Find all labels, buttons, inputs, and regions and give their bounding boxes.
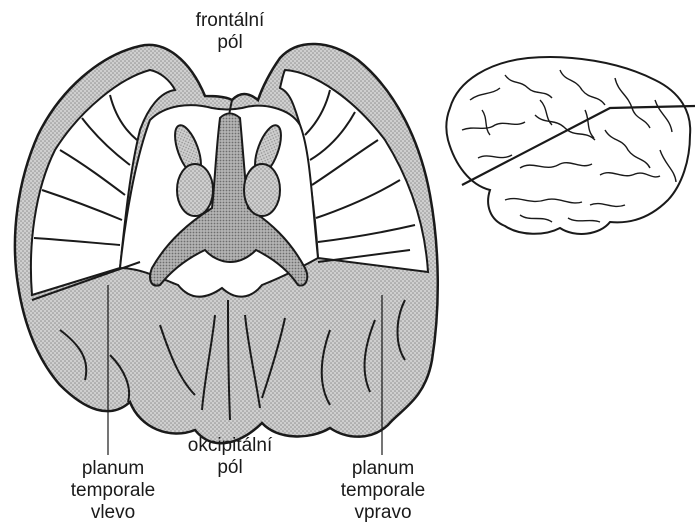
frontal-pole-label-line1: frontální: [180, 10, 280, 32]
left-thalamus: [177, 164, 213, 216]
frontal-pole-label-line2: pól: [180, 32, 280, 54]
planum-right-line3: vpravo: [328, 502, 438, 524]
occipital-pole-label-line2: pól: [165, 457, 295, 479]
lateral-brain-outline: [446, 57, 690, 234]
right-thalamus: [244, 164, 280, 216]
occipital-pole-label-line1: okcipitální: [165, 435, 295, 457]
lateral-brain-view: [446, 57, 695, 234]
planum-temporale-right-label: planum temporale vpravo: [328, 458, 438, 524]
planum-left-line1: planum: [58, 458, 168, 480]
planum-right-line1: planum: [328, 458, 438, 480]
planum-left-line2: temporale: [58, 480, 168, 502]
frontal-pole-label: frontální pól: [180, 10, 280, 54]
horizontal-brain-section: [15, 44, 438, 443]
planum-left-line3: vlevo: [58, 502, 168, 524]
planum-temporale-left-label: planum temporale vlevo: [58, 458, 168, 524]
occipital-pole-label: okcipitální pól: [165, 435, 295, 479]
planum-right-line2: temporale: [328, 480, 438, 502]
